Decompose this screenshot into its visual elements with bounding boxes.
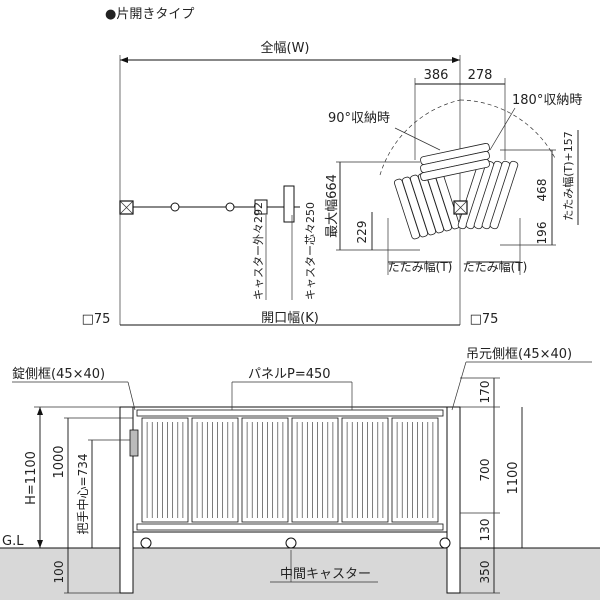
- tatami-right-label: たたみ幅(T)+157: [562, 131, 575, 221]
- dim-278: 278: [468, 68, 493, 83]
- plan-view: 全幅(W) 386 278 90°収納時 180°収納時 最大幅664 229 …: [82, 40, 583, 327]
- dim-386: 386: [424, 68, 449, 83]
- folded-panel-90: [393, 168, 461, 240]
- caster-center-label: キャスター芯々250: [303, 202, 317, 300]
- caster-outer-label: キャスター外々292: [252, 202, 265, 300]
- swing-arc-180: [459, 99, 557, 161]
- height-total-label: H=1100: [24, 451, 39, 505]
- dim-468: 468: [535, 179, 549, 202]
- dim-1000: 1000: [52, 445, 67, 478]
- overall-width-label: 全幅(W): [261, 40, 310, 56]
- dim-1100: 1100: [506, 461, 521, 494]
- folded-panel-diagonal: [420, 142, 490, 182]
- middle-caster-icon: [285, 537, 297, 549]
- open-90-label: 90°収納時: [328, 111, 390, 126]
- tatami-1-label: たたみ幅(T): [388, 259, 453, 274]
- max-width-label: 最大幅664: [325, 174, 340, 238]
- handle-center-label: 把手中心=734: [75, 454, 90, 535]
- panel-pitch-label: パネルP=450: [248, 367, 331, 382]
- dim-350: 350: [478, 561, 492, 584]
- handle-icon: [129, 429, 139, 457]
- leader-90: [394, 127, 441, 151]
- dim-229: 229: [355, 221, 369, 244]
- gate-panel: [141, 417, 189, 523]
- post-right-label: □75: [470, 312, 499, 327]
- section-title: ●片開きタイプ: [105, 7, 194, 22]
- gate-bottom-rail: [136, 523, 444, 531]
- swing-arc-90: [379, 99, 461, 176]
- post-left-label: □75: [82, 312, 111, 327]
- lock-frame-label: 錠側框(45×40): [12, 367, 105, 382]
- dim-130: 130: [478, 519, 492, 542]
- gate-panel: [391, 417, 439, 523]
- gate-panels: [141, 417, 439, 523]
- gate-panel: [191, 417, 239, 523]
- caster-icon: [140, 537, 152, 549]
- caster-icon: [225, 202, 235, 212]
- opening-width-label: 開口幅(K): [261, 311, 319, 326]
- middle-caster-label: 中間キャスター: [280, 567, 371, 582]
- ground-area: [0, 548, 600, 600]
- arrow-right-icon: [452, 57, 460, 63]
- gate-end-icon: [283, 185, 295, 223]
- post-right-elevation: [446, 406, 461, 594]
- caster-icon: [439, 537, 451, 549]
- gate-top-rail: [136, 409, 444, 417]
- hinge-frame-label: 吊元側框(45×40): [466, 347, 572, 362]
- gate-panel: [241, 417, 289, 523]
- elevation-view: 錠側框(45×40) パネルP=450 吊元側框(45×40) H=1100 1…: [0, 347, 600, 600]
- dim-170: 170: [478, 381, 492, 404]
- dim-100: 100: [52, 561, 66, 584]
- dim-196: 196: [535, 222, 549, 245]
- arrow-left-icon: [120, 57, 128, 63]
- dim-700: 700: [478, 459, 492, 482]
- gate-panel: [291, 417, 339, 523]
- gate-panel: [341, 417, 389, 523]
- ground-level-label: G.L: [2, 534, 24, 549]
- caster-icon: [170, 202, 180, 212]
- tatami-2-label: たたみ幅(T): [463, 259, 528, 274]
- leader-180: [489, 107, 516, 151]
- open-180-label: 180°収納時: [512, 93, 582, 108]
- caster-block-icon: [254, 199, 268, 215]
